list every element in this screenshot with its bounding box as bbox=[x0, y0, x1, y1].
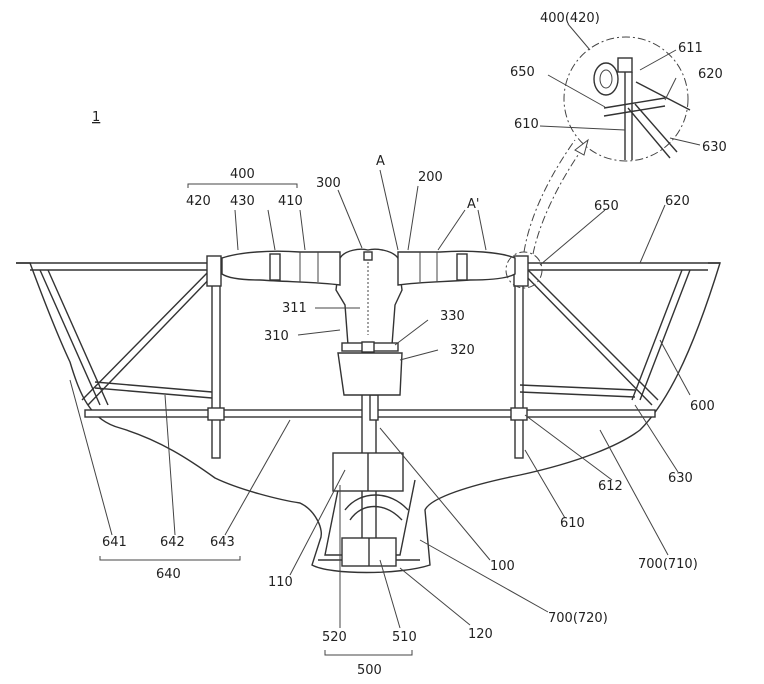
label-430: 430 bbox=[230, 194, 255, 209]
label-120: 120 bbox=[468, 627, 493, 642]
label-650-top: 650 bbox=[510, 65, 535, 80]
label-A-prime: A' bbox=[467, 197, 479, 212]
figure-label: 1 bbox=[92, 110, 100, 125]
suit-body bbox=[336, 249, 402, 395]
label-400: 400 bbox=[230, 167, 255, 182]
label-110: 110 bbox=[268, 575, 293, 590]
label-520: 520 bbox=[322, 630, 347, 645]
label-643: 643 bbox=[210, 535, 235, 550]
label-620-top: 620 bbox=[698, 67, 723, 82]
label-650: 650 bbox=[594, 199, 619, 214]
label-630-top: 630 bbox=[702, 140, 727, 155]
label-610: 610 bbox=[560, 516, 585, 531]
label-311: 311 bbox=[282, 301, 307, 316]
label-612: 612 bbox=[598, 479, 623, 494]
label-510: 510 bbox=[392, 630, 417, 645]
label-610-top: 610 bbox=[514, 117, 539, 132]
label-400-420: 400(420) bbox=[540, 11, 600, 26]
label-611: 611 bbox=[678, 41, 703, 56]
label-620: 620 bbox=[665, 194, 690, 209]
label-100: 100 bbox=[490, 559, 515, 574]
label-200: 200 bbox=[418, 170, 443, 185]
label-700-710: 700(710) bbox=[638, 557, 698, 572]
label-320: 320 bbox=[450, 343, 475, 358]
label-330: 330 bbox=[440, 309, 465, 324]
label-700-720: 700(720) bbox=[548, 611, 608, 626]
label-640: 640 bbox=[156, 567, 181, 582]
label-500: 500 bbox=[357, 663, 382, 678]
label-642: 642 bbox=[160, 535, 185, 550]
label-641: 641 bbox=[102, 535, 127, 550]
label-600: 600 bbox=[690, 399, 715, 414]
label-A: A bbox=[376, 154, 385, 169]
label-300: 300 bbox=[316, 176, 341, 191]
label-630: 630 bbox=[668, 471, 693, 486]
label-410: 410 bbox=[278, 194, 303, 209]
label-310: 310 bbox=[264, 329, 289, 344]
label-420: 420 bbox=[186, 194, 211, 209]
